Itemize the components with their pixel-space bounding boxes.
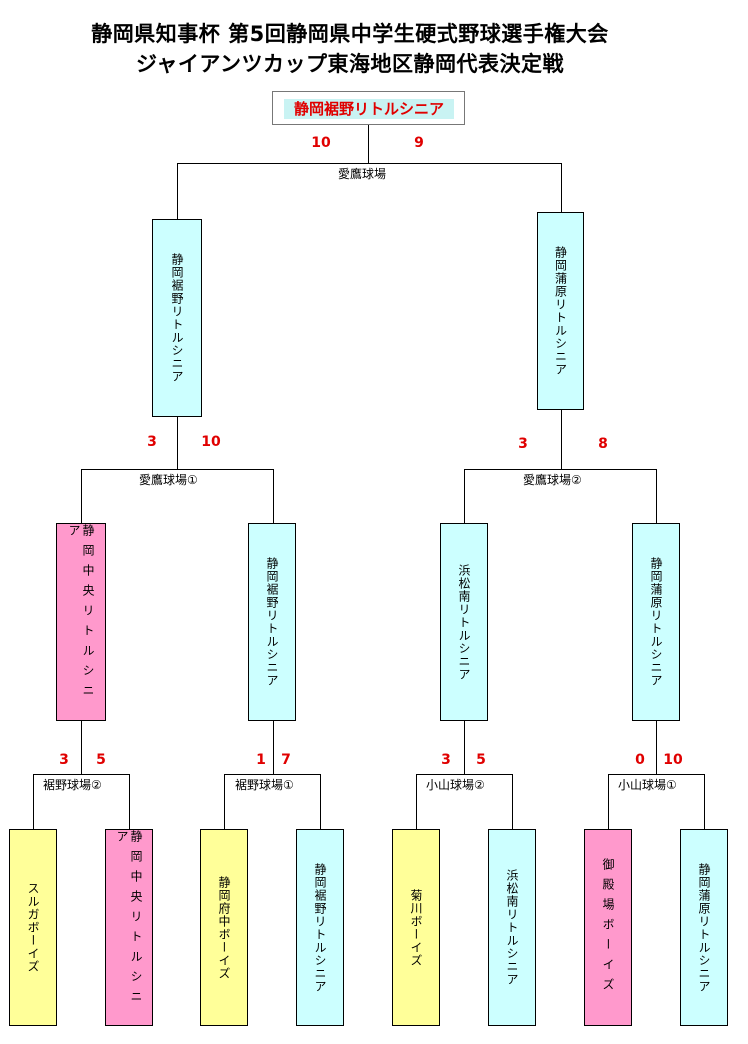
champion-name: 静岡裾野リトルシニア xyxy=(284,99,454,119)
bracket-line xyxy=(33,774,34,829)
semifinal-2-score-left: 3 xyxy=(518,436,528,452)
match-1-score-right: 5 xyxy=(96,752,106,768)
bracket-line xyxy=(177,417,178,469)
bracket-line xyxy=(464,721,465,774)
team-1-name: スルガボーイズ xyxy=(26,882,40,973)
bracket-line xyxy=(704,774,705,829)
bracket-line xyxy=(81,469,82,523)
tournament-subtitle: ジャイアンツカップ東海地区静岡代表決定戦 xyxy=(135,52,565,76)
bracket-line xyxy=(273,721,274,774)
bracket-line xyxy=(561,163,562,212)
semifinalist-1-box: 静岡中央リトルシニア xyxy=(56,523,106,721)
match-1-venue: 裾野球場② xyxy=(41,776,104,793)
tournament-title: 静岡県知事杯 第5回静岡県中学生硬式野球選手権大会 xyxy=(91,22,609,46)
bracket-line xyxy=(177,163,561,164)
semifinalist-3-box: 浜松南リトルシニア xyxy=(440,523,488,721)
bracket-line xyxy=(512,774,513,829)
finalist-left-box: 静岡裾野リトルシニア xyxy=(152,219,202,417)
team-4-box: 静岡裾野リトルシニア xyxy=(296,829,344,1026)
bracket-line xyxy=(33,774,130,775)
bracket-line xyxy=(608,774,705,775)
bracket-line xyxy=(656,721,657,774)
semifinal-1-score-left: 3 xyxy=(147,434,157,450)
bracket-line xyxy=(81,721,82,774)
semifinalist-1-name: 静岡中央リトルシニア xyxy=(67,524,95,704)
bracket-line xyxy=(320,774,321,829)
match-4-score-right: 10 xyxy=(663,752,683,768)
champion-box: 静岡裾野リトルシニア xyxy=(272,91,465,125)
team-6-box: 浜松南リトルシニア xyxy=(488,829,536,1026)
team-5-box: 菊川ボーイズ xyxy=(392,829,440,1026)
semifinalist-4-box: 静岡蒲原リトルシニア xyxy=(632,523,680,721)
team-3-box: 静岡府中ボーイズ xyxy=(200,829,248,1026)
team-6-name: 浜松南リトルシニア xyxy=(505,869,519,986)
bracket-line xyxy=(224,774,321,775)
match-3-score-right: 5 xyxy=(476,752,486,768)
bracket-line xyxy=(129,774,130,829)
semifinal-1-venue: 愛鷹球場① xyxy=(137,471,200,488)
semifinal-1-score-right: 10 xyxy=(201,434,221,450)
team-4-name: 静岡裾野リトルシニア xyxy=(313,862,327,993)
final-venue: 愛鷹球場 xyxy=(336,165,389,182)
team-1-box: スルガボーイズ xyxy=(9,829,57,1026)
semifinal-2-venue: 愛鷹球場② xyxy=(521,471,584,488)
bracket-line xyxy=(608,774,609,829)
match-2-score-right: 7 xyxy=(281,752,291,768)
bracket-line xyxy=(561,410,562,469)
bracket-line xyxy=(224,774,225,829)
match-3-score-left: 3 xyxy=(441,752,451,768)
bracket-line xyxy=(177,163,178,219)
finalist-left-name: 静岡裾野リトルシニア xyxy=(170,253,184,383)
team-8-box: 静岡蒲原リトルシニア xyxy=(680,829,728,1026)
match-3-venue: 小山球場② xyxy=(424,776,487,793)
team-3-name: 静岡府中ボーイズ xyxy=(217,875,231,980)
match-1-score-left: 3 xyxy=(59,752,69,768)
match-2-venue: 裾野球場① xyxy=(233,776,296,793)
semifinalist-2-name: 静岡裾野リトルシニア xyxy=(265,557,279,687)
bracket-line xyxy=(416,774,417,829)
bracket-line xyxy=(273,469,274,523)
bracket-line xyxy=(464,469,657,470)
team-2-box: 静岡中央リトルシニア xyxy=(105,829,153,1026)
semifinalist-4-name: 静岡蒲原リトルシニア xyxy=(649,557,663,687)
match-4-score-left: 0 xyxy=(635,752,645,768)
bracket-line xyxy=(81,469,274,470)
team-8-name: 静岡蒲原リトルシニア xyxy=(697,862,711,993)
bracket-line xyxy=(656,469,657,523)
semifinalist-2-box: 静岡裾野リトルシニア xyxy=(248,523,296,721)
match-4-venue: 小山球場① xyxy=(616,776,679,793)
bracket-line xyxy=(464,469,465,523)
semifinalist-3-name: 浜松南リトルシニア xyxy=(457,563,471,681)
team-7-name: 御殿場ボーイズ xyxy=(601,857,615,998)
finalist-right-box: 静岡蒲原リトルシニア xyxy=(537,212,584,410)
final-score-right: 9 xyxy=(414,135,424,151)
bracket-line xyxy=(368,125,369,163)
bracket-line xyxy=(416,774,513,775)
finalist-right-name: 静岡蒲原リトルシニア xyxy=(553,246,568,376)
semifinal-2-score-right: 8 xyxy=(598,436,608,452)
match-2-score-left: 1 xyxy=(256,752,266,768)
final-score-left: 10 xyxy=(311,135,331,151)
team-7-box: 御殿場ボーイズ xyxy=(584,829,632,1026)
team-2-name: 静岡中央リトルシニア xyxy=(115,830,143,1010)
team-5-name: 菊川ボーイズ xyxy=(409,888,423,967)
